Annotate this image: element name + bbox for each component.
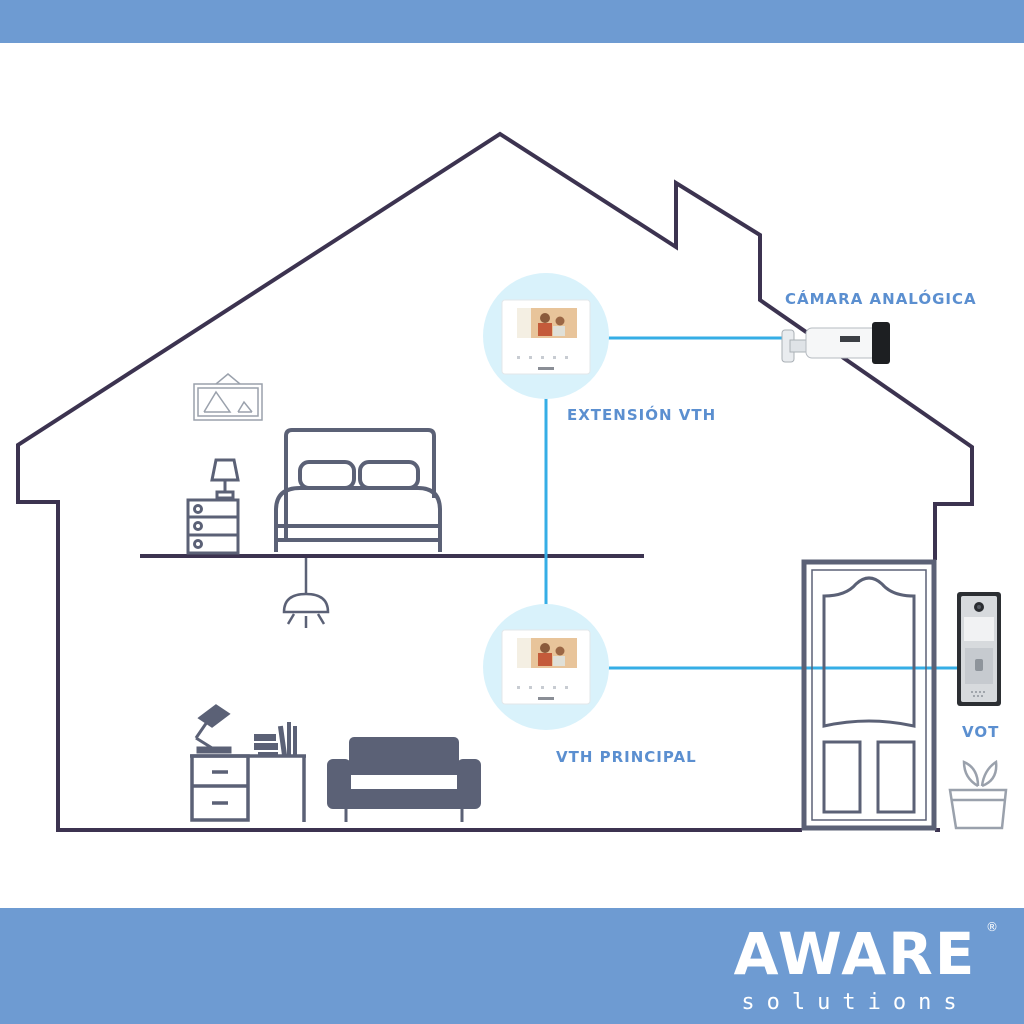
registered-mark: ® [986,920,998,934]
desk-lamp-icon [194,704,232,754]
door-icon [801,559,937,831]
ceiling-lamp-icon [282,558,330,628]
extension-vth-label: EXTENSIÓN VTH [567,406,717,424]
bottom-banner [0,908,1024,1024]
nightstand-icon [186,498,240,555]
books-icon [254,722,297,757]
monitor-icon [483,604,609,730]
desk-icon [190,754,306,822]
lamp-icon [210,458,240,500]
brand-logo: AWARE ® solutions [720,920,1000,1020]
connection-lines [544,336,957,670]
sofa-icon [327,737,481,822]
camera-label: CÁMARA ANALÓGICA [785,290,977,308]
principal-vth-label: VTH PRINCIPAL [556,748,697,766]
bed-icon [274,428,442,552]
vot-label: VOT [962,723,1000,741]
bullet-camera-icon [781,322,890,364]
brand-name: AWARE [733,920,977,988]
brand-tagline: solutions [741,990,969,1015]
top-banner [0,0,1024,43]
door-station-icon [957,592,1001,706]
monitor-icon [483,273,609,399]
plant-icon [948,759,1008,830]
picture-frame-icon [193,373,263,421]
